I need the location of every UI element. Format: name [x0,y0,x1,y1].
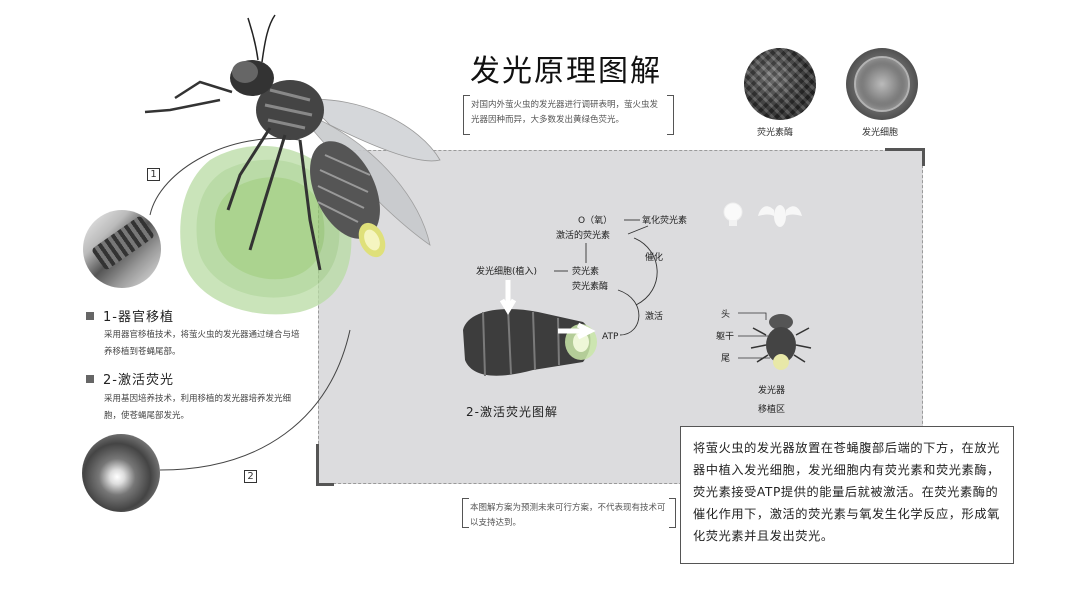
firefly-anatomy [750,314,812,370]
label-light-cell: 发光细胞(植入) [476,265,537,277]
micro-label-enzyme: 荧光素酶 [757,128,794,138]
label-tail: 尾 [721,353,730,364]
label-oxygen: O（氧） [578,214,612,226]
section-body-2: 采用基因培养技术，利用移植的发光器培养发光细胞，使苍蝇尾部发光。 [104,394,292,421]
label-atp: ATP [602,332,619,342]
label-oxyluciferin: 氧化荧光素 [642,214,687,226]
step-badge-1: 1 [147,168,160,181]
section-heading-2: 2-激活荧光 [86,369,174,388]
panel-corner-top-right [885,148,925,166]
label-head: 头 [721,309,730,320]
arrow-down-icon [499,280,517,315]
label-luciferase: 荧光素酶 [572,280,608,292]
intro-note: 对国内外萤火虫的发光器进行调研表明，萤火虫发光器因种而异，大多数发出黄绿色荧光。 [463,95,674,135]
organ-transplant-thumbnail [83,210,161,288]
enzyme-micrograph-icon [744,48,816,120]
label-trunk: 躯干 [716,330,734,342]
section-heading-2-text: 2-激活荧光 [103,373,174,388]
panel-corner-bottom-left [316,444,334,486]
light-bulb-icon [723,202,743,226]
activation-thumbnail [82,434,160,512]
label-activate: 激活 [645,310,663,322]
label-catalysis: 催化 [645,251,663,263]
square-bullet-icon [86,375,94,383]
square-bullet-icon [86,312,94,320]
disclaimer-note: 本图解方案为预测未来可行方案，不代表现有技术可以支持达到。 [462,498,676,528]
reaction-diagram: O（氧） 氧化荧光素 激活的荧光素 催化 发光细胞(植入) 荧光素 荧光素酶 激… [463,202,812,415]
label-region-line1: 发光器 [758,384,785,396]
fly-illustration [144,14,441,271]
label-region-line2: 移植区 [758,403,785,415]
step-badge-2: 2 [244,470,257,483]
explanation-box: 将萤火虫的发光器放置在苍蝇腹部后端的下方，在放光器中植入发光细胞，发光细胞内有荧… [680,426,1014,564]
section-body-1: 采用器官移植技术，将萤火虫的发光器通过缝合与培养移植到苍蝇尾部。 [104,330,300,357]
abdomen-closeup [463,307,597,377]
label-luciferin: 荧光素 [572,265,599,277]
section-heading-1-text: 1-器官移植 [103,310,174,325]
cell-micrograph-icon [846,48,918,120]
micro-label-cell: 发光细胞 [862,128,899,138]
panel-label: 2-激活荧光图解 [466,405,558,419]
section-heading-1: 1-器官移植 [86,306,174,325]
arrow-right-icon [558,322,596,340]
firefly-silhouette-icon [758,205,802,227]
label-activated-luciferin: 激活的荧光素 [556,229,610,241]
page-title: 发光原理图解 [470,54,662,89]
